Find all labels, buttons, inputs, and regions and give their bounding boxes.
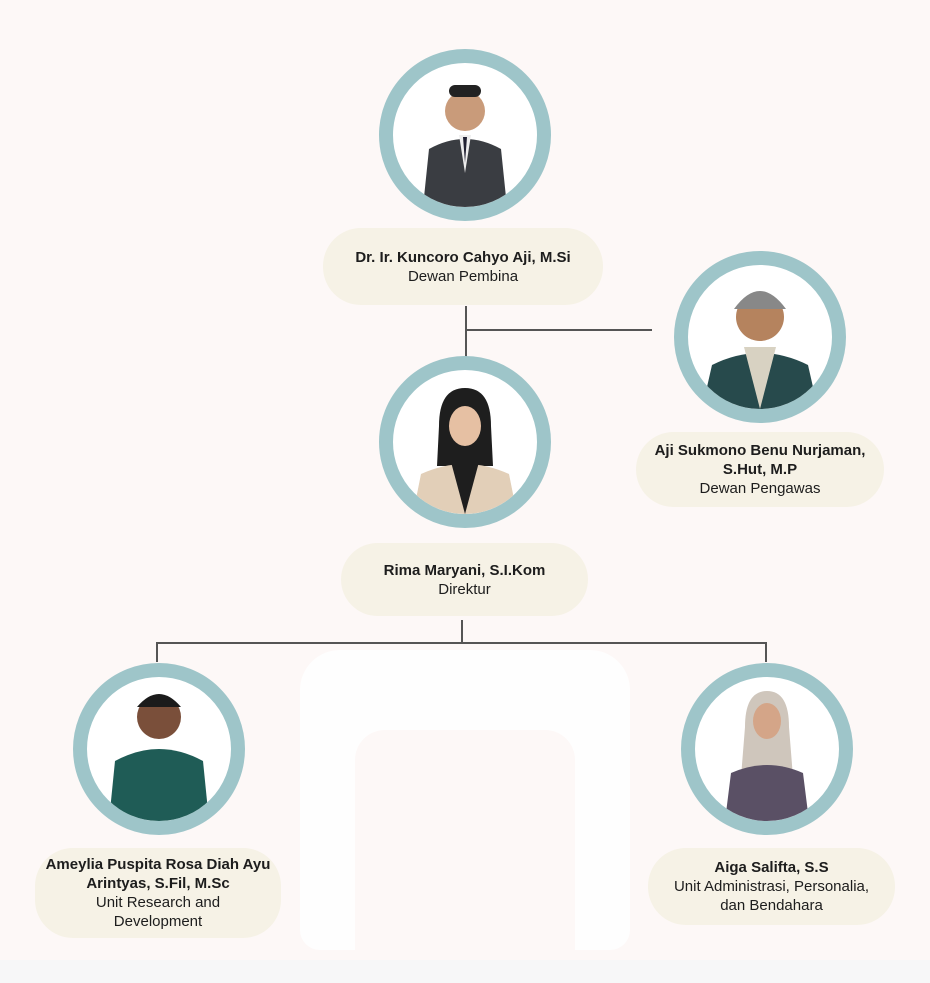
card-pengawas: Aji Sukmono Benu Nurjaman, S.Hut, M.P De… [636, 432, 884, 507]
name: Aiga Salifta, S.S [714, 859, 829, 876]
connector-direktur-down [461, 620, 463, 643]
role: Unit Administrasi, Personalia, dan Benda… [673, 878, 870, 914]
photo-research [73, 663, 245, 835]
connector-pengawas [466, 329, 652, 331]
connector-admin [765, 642, 767, 662]
card-direktur: Rima Maryani, S.I.Kom Direktur [341, 543, 588, 616]
connector-pembina-direktur [465, 306, 467, 358]
connector-units-horizontal [156, 642, 767, 644]
name: Ameylia Puspita Rosa Diah Ayu Arintyas, … [45, 856, 271, 892]
faded-background-shape-inner [355, 730, 575, 960]
photo-direktur [379, 356, 551, 528]
photo-admin [681, 663, 853, 835]
role: Dewan Pembina [407, 267, 519, 285]
person-icon [413, 388, 517, 514]
name: Aji Sukmono Benu Nurjaman, S.Hut, M.P [654, 442, 866, 478]
role: Unit Research and Development [95, 894, 221, 930]
bottom-strip [0, 960, 930, 983]
card-pembina: Dr. Ir. Kuncoro Cahyo Aji, M.Si Dewan Pe… [323, 228, 603, 305]
person-icon [702, 291, 818, 409]
role: Direktur [438, 580, 491, 598]
person-icon [725, 691, 809, 821]
person-icon [423, 85, 507, 207]
role: Dewan Pengawas [699, 480, 821, 497]
name: Rima Maryani, S.I.Kom [383, 561, 546, 579]
card-admin: Aiga Salifta, S.S Unit Administrasi, Per… [648, 848, 895, 925]
person-icon [109, 694, 209, 821]
card-research: Ameylia Puspita Rosa Diah Ayu Arintyas, … [35, 848, 281, 938]
photo-pengawas [674, 251, 846, 423]
name: Dr. Ir. Kuncoro Cahyo Aji, M.Si [355, 248, 571, 266]
photo-pembina [379, 49, 551, 221]
connector-research [156, 642, 158, 662]
